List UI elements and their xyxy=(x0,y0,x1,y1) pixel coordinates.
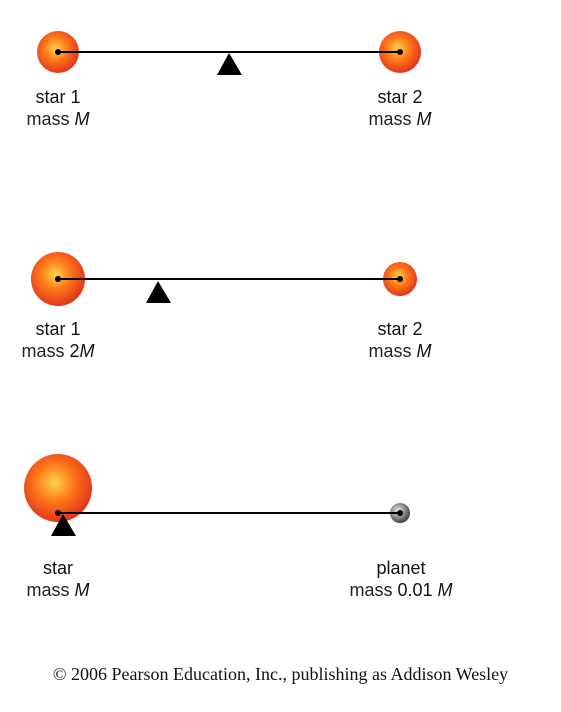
rod-end-dot xyxy=(55,276,61,282)
rod-end-dot xyxy=(397,49,403,55)
fulcrum-triangle-icon xyxy=(146,281,171,303)
body-name: star 2 xyxy=(377,319,423,339)
fulcrum-triangle-icon xyxy=(51,514,76,536)
left-body-label: star mass M xyxy=(0,557,116,601)
right-body-label: star 2 mass M xyxy=(342,318,458,362)
rod-end-dot xyxy=(55,49,61,55)
body-mass: mass 0.01 M xyxy=(349,580,453,600)
panel-unequal-masses xyxy=(31,252,417,306)
body-name: star 2 xyxy=(377,87,423,107)
body-name: star 1 xyxy=(35,87,81,107)
panel-equal-masses xyxy=(37,31,421,75)
body-mass: mass 2M xyxy=(21,341,95,361)
rod-end-dot xyxy=(397,510,403,516)
copyright-notice: © 2006 Pearson Education, Inc., publishi… xyxy=(52,664,509,684)
body-name: planet xyxy=(376,558,426,578)
right-body-label: star 2 mass M xyxy=(342,86,458,130)
panel-star-planet xyxy=(24,454,410,536)
body-mass: mass M xyxy=(26,580,90,600)
body-mass: mass M xyxy=(26,109,90,129)
body-name: star xyxy=(42,558,73,578)
body-mass: mass M xyxy=(368,341,432,361)
left-body-label: star 1 mass M xyxy=(0,86,116,130)
fulcrum-triangle-icon xyxy=(217,53,242,75)
left-body-label: star 1 mass 2M xyxy=(0,318,116,362)
body-mass: mass M xyxy=(368,109,432,129)
star-icon xyxy=(24,454,92,522)
body-name: star 1 xyxy=(35,319,81,339)
rod-end-dot xyxy=(397,276,403,282)
right-body-label: planet mass 0.01 M xyxy=(326,557,476,601)
rod-end-dot xyxy=(55,510,61,516)
